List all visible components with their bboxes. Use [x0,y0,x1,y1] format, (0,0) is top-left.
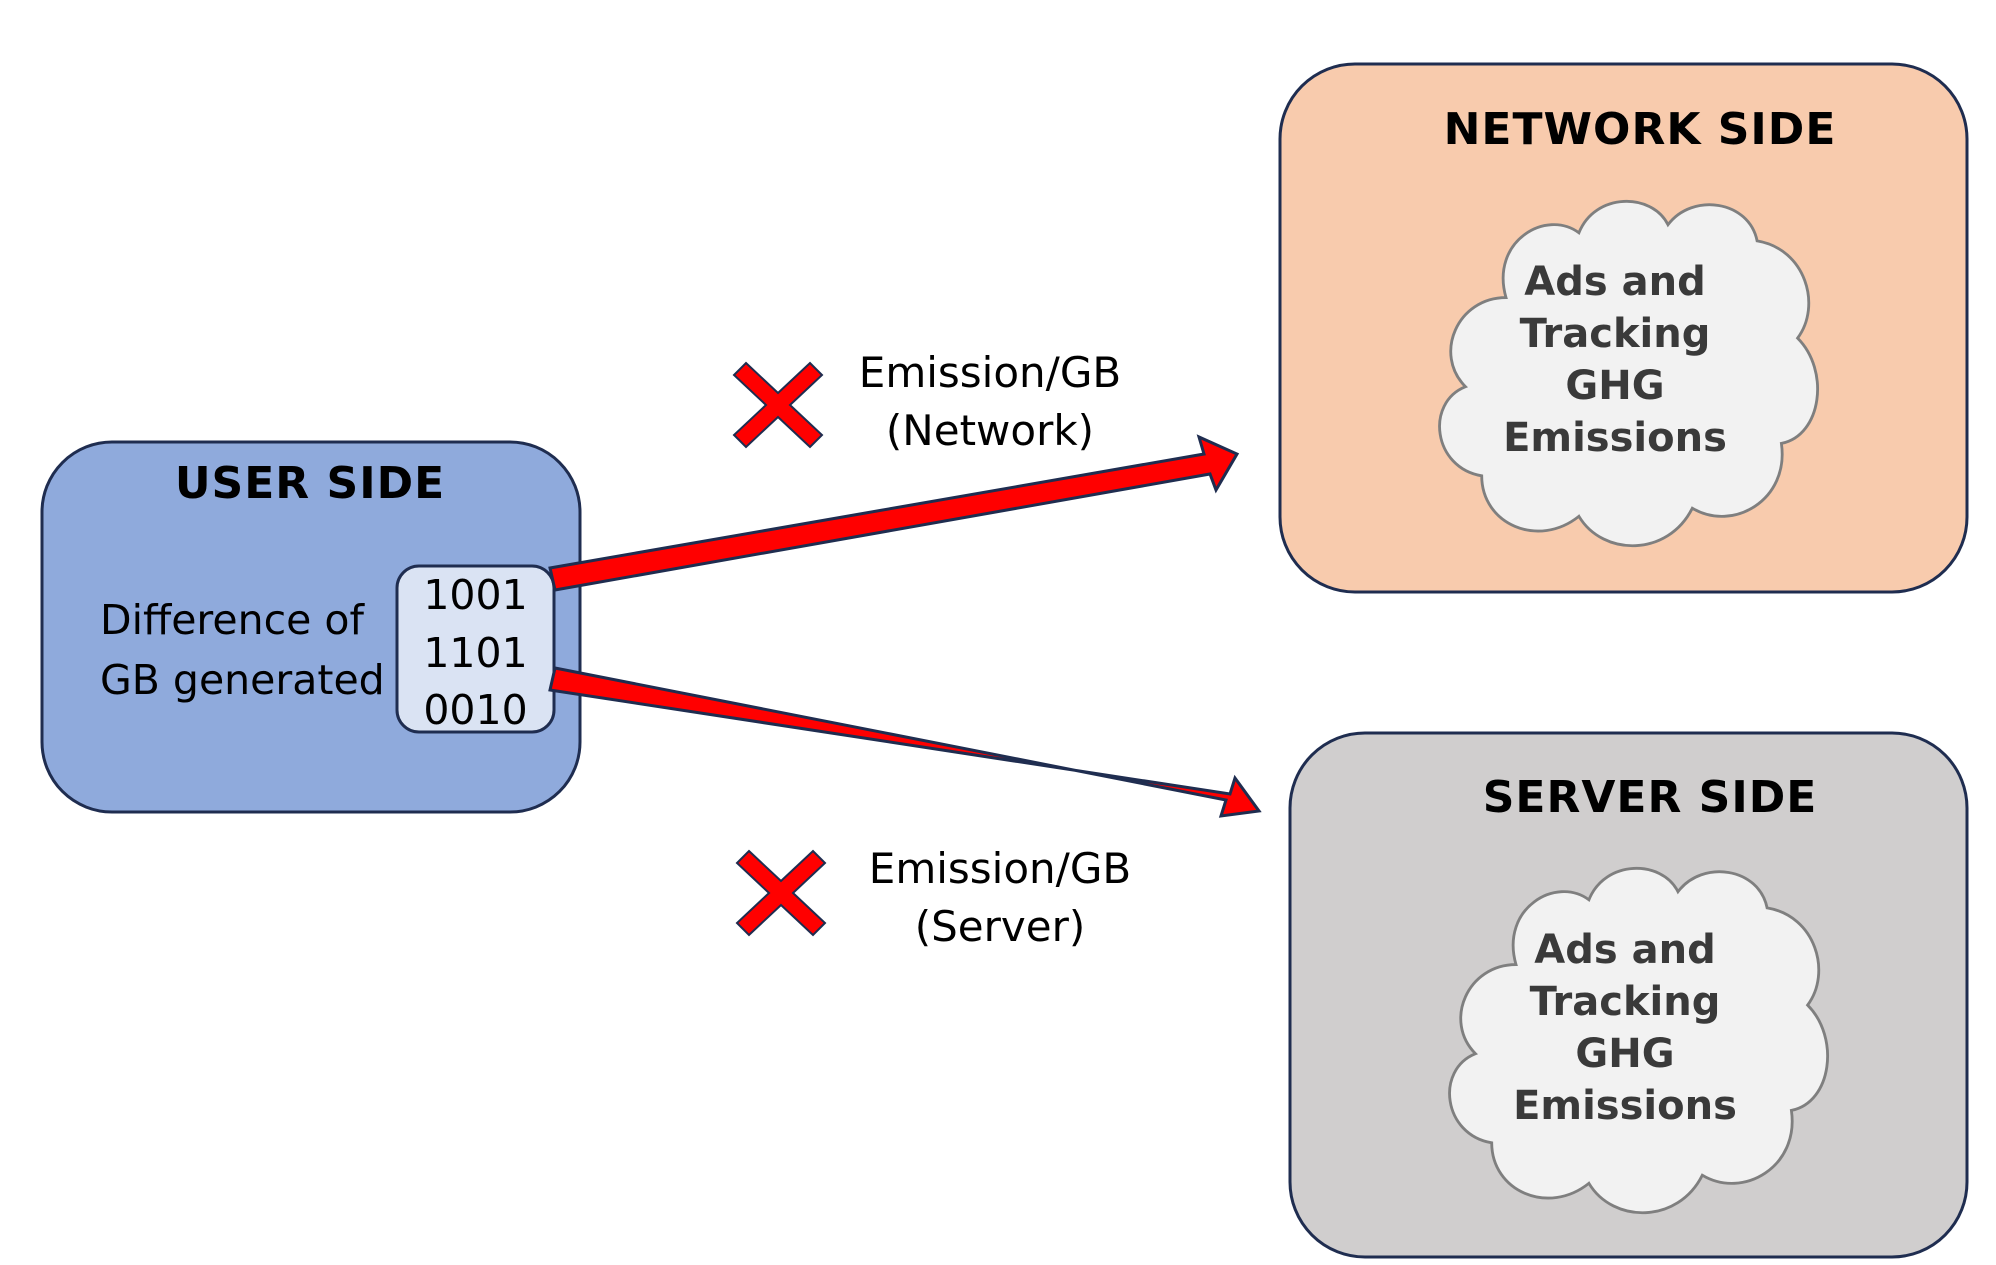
bits-box [395,564,556,734]
user-side-text-line2: GB generated [100,656,385,704]
server-cloud-line-1: Ads and [1534,927,1716,973]
server-emission-label-line2: (Server) [914,902,1086,951]
arrow-to-server-icon [548,666,1262,818]
multiply-x-icon-server [736,850,826,936]
server-cloud-line-4: Emissions [1513,1083,1737,1129]
server-cloud-line-3: GHG [1575,1031,1675,1077]
server-cloud-line-2: Tracking [1529,979,1721,1025]
bits-line-3: 0010 [423,686,528,734]
user-side-text-line1: Difference of [100,596,364,644]
bits-line-2: 1101 [423,629,528,677]
server-side-title: SERVER SIDE [1482,772,1818,823]
bits-line-1: 1001 [423,571,528,619]
network-emission-label-line1: Emission/GB [858,348,1122,397]
server-emission-label-line1: Emission/GB [868,844,1132,893]
network-side-title: NETWORK SIDE [1443,104,1837,155]
network-emission-label-line2: (Network) [885,406,1095,455]
network-cloud-line-4: Emissions [1503,415,1727,461]
network-cloud-line-1: Ads and [1524,259,1706,305]
user-side-title: USER SIDE [174,458,446,509]
network-cloud-line-3: GHG [1565,363,1665,409]
multiply-x-icon-network [733,362,823,448]
network-cloud-line-2: Tracking [1519,311,1711,357]
arrow-to-network-icon [548,434,1240,592]
